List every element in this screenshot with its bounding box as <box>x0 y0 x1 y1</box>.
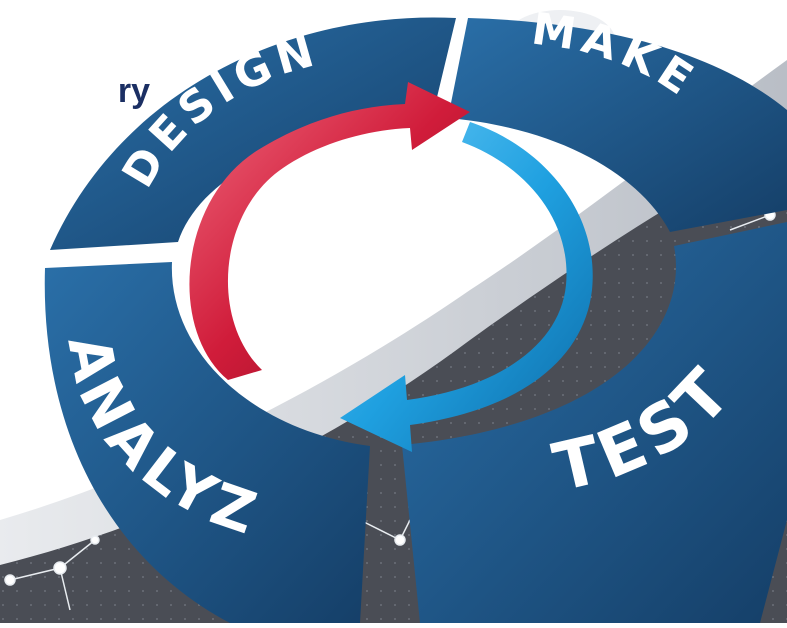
segment-design <box>50 17 456 250</box>
segment-analyze <box>44 262 370 623</box>
cycle-arrows <box>189 82 593 452</box>
cycle-ring <box>44 17 787 623</box>
segment-test <box>402 222 787 623</box>
grey-sweep-band <box>0 60 787 565</box>
red-arrow <box>189 82 470 380</box>
page-title-fragment: ry <box>117 72 150 110</box>
blue-arrow <box>340 122 593 452</box>
segment-make <box>448 18 787 232</box>
